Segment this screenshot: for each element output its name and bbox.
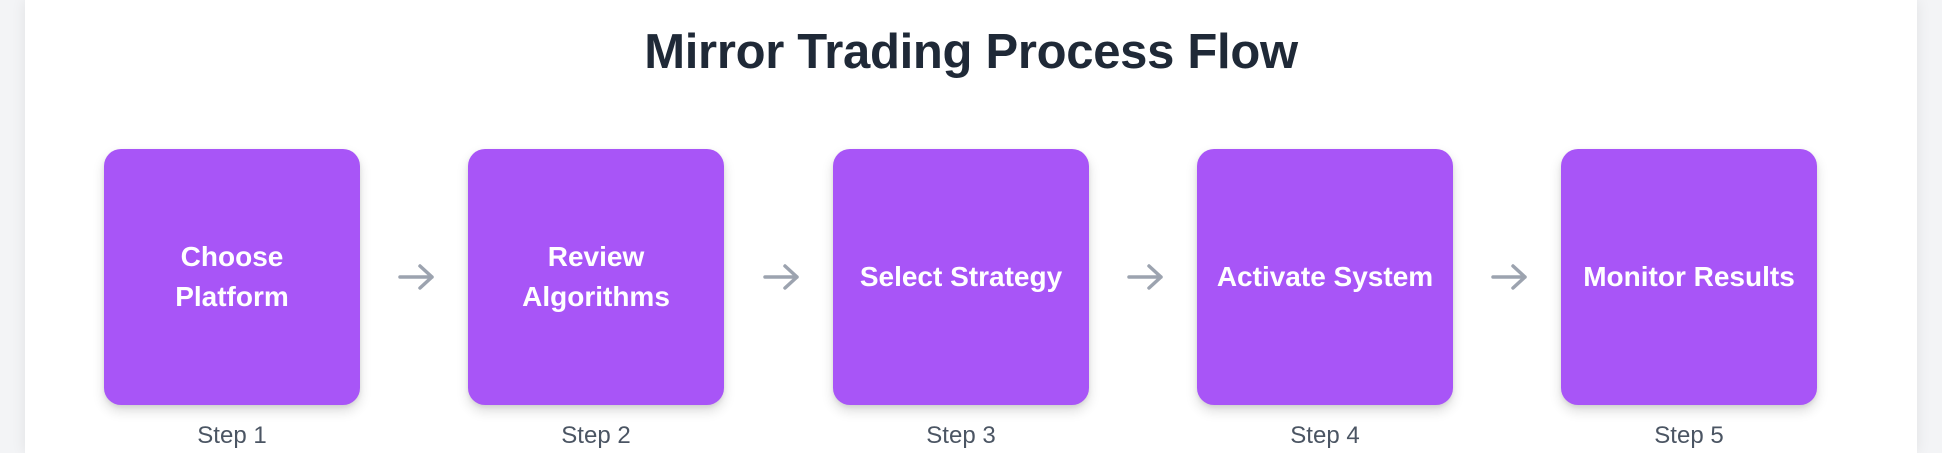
step-activate-system: Activate System Step 4 [1197,149,1453,450]
step-number-label: Step 5 [1654,422,1724,449]
step-number-label: Step 3 [926,422,996,449]
step-box-label: Select Strategy [859,261,1063,292]
arrow-right-icon [762,261,802,293]
step-box: Choose Platform [104,149,360,405]
page-title: Mirror Trading Process Flow [644,25,1298,79]
arrow-right-icon [1126,261,1166,293]
step-number-label: Step 4 [1290,422,1360,449]
step-box: Activate System [1197,149,1453,405]
step-monitor-results: Monitor Results Step 5 [1561,149,1817,450]
step-review-algorithms: Review Algorithms Step 2 [468,149,724,450]
step-box: Monitor Results [1561,149,1817,405]
step-box-label: Review Algorithms [522,241,670,312]
step-box-label: Monitor Results [1583,261,1795,292]
step-box: Select Strategy [833,149,1089,405]
arrow-right-icon [1490,261,1530,293]
step-choose-platform: Choose Platform Step 1 [104,149,360,450]
process-flow-card: Mirror Trading Process Flow Choose Platf… [25,0,1917,453]
arrow-right-icon [397,261,437,293]
step-box: Review Algorithms [468,149,724,405]
step-number-label: Step 1 [197,422,267,449]
process-flow: Choose Platform Step 1 Review Algorithms… [25,149,1917,449]
step-box-label: Activate System [1216,261,1434,292]
step-number-label: Step 2 [561,422,631,449]
step-box-label: Choose Platform [175,241,289,312]
step-select-strategy: Select Strategy Step 3 [833,149,1089,450]
